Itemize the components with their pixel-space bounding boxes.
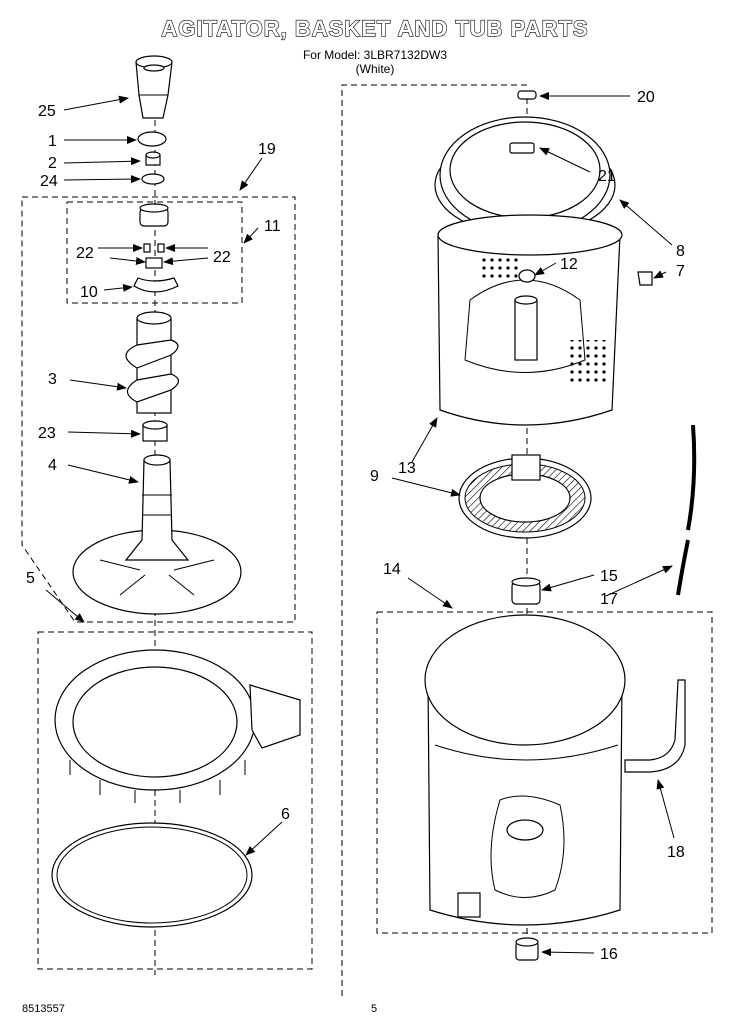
drive-bell-box bbox=[37, 631, 313, 970]
document-number: 8513557 bbox=[22, 1003, 65, 1015]
callout-17: 17 bbox=[600, 591, 618, 608]
callout-15: 15 bbox=[600, 568, 618, 585]
callout-5: 5 bbox=[26, 570, 35, 587]
callout-13: 13 bbox=[398, 460, 416, 477]
agitator-cap-part bbox=[135, 55, 173, 119]
callout-20: 20 bbox=[637, 89, 655, 106]
seal-part bbox=[515, 937, 539, 961]
callout-16: 16 bbox=[600, 946, 618, 963]
callout-24: 24 bbox=[40, 173, 58, 190]
callout-9: 9 bbox=[370, 468, 379, 485]
callout-2: 2 bbox=[48, 155, 57, 172]
nut-part bbox=[145, 151, 161, 166]
page-number: 5 bbox=[371, 1003, 378, 1015]
callout-22-left: 22 bbox=[76, 245, 94, 262]
callout-18: 18 bbox=[667, 844, 685, 861]
callout-25: 25 bbox=[38, 103, 56, 120]
gasket-part bbox=[51, 822, 253, 928]
tub-ring-part bbox=[54, 649, 301, 803]
model-line: For Model: 3LBR7132DW3 bbox=[302, 48, 448, 62]
washer-part bbox=[141, 173, 165, 185]
auger-part bbox=[125, 311, 180, 414]
callout-19: 19 bbox=[258, 141, 276, 158]
callout-14: 14 bbox=[383, 561, 401, 578]
color-line: (White) bbox=[355, 62, 395, 76]
outer-tub-part bbox=[424, 614, 686, 926]
callout-3: 3 bbox=[48, 371, 57, 388]
outer-tub-box bbox=[376, 611, 713, 934]
callout-22-right: 22 bbox=[213, 249, 231, 266]
hose-part bbox=[676, 424, 697, 596]
callout-6: 6 bbox=[281, 806, 290, 823]
callout-1: 1 bbox=[48, 133, 57, 150]
retaining-ring-part bbox=[137, 131, 167, 147]
page-title: AGITATOR, BASKET AND TUB PARTS bbox=[161, 15, 589, 41]
callout-12: 12 bbox=[560, 256, 578, 273]
callout-8: 8 bbox=[676, 243, 685, 260]
clip-part bbox=[517, 90, 537, 100]
balance-ring-part bbox=[434, 116, 616, 236]
callout-21: 21 bbox=[598, 168, 616, 185]
cam-assembly-parts bbox=[133, 203, 179, 293]
callout-23: 23 bbox=[38, 425, 56, 442]
callout-10: 10 bbox=[80, 284, 98, 301]
hub-part bbox=[458, 454, 592, 539]
callout-11: 11 bbox=[264, 218, 281, 235]
spanner-nut-part bbox=[511, 577, 541, 605]
drive-dog-part bbox=[142, 420, 168, 442]
agitator-base-part bbox=[72, 454, 242, 615]
callout-7: 7 bbox=[676, 263, 685, 280]
bracket-part bbox=[637, 271, 653, 286]
callout-4: 4 bbox=[48, 457, 57, 474]
basket-part bbox=[437, 214, 623, 426]
